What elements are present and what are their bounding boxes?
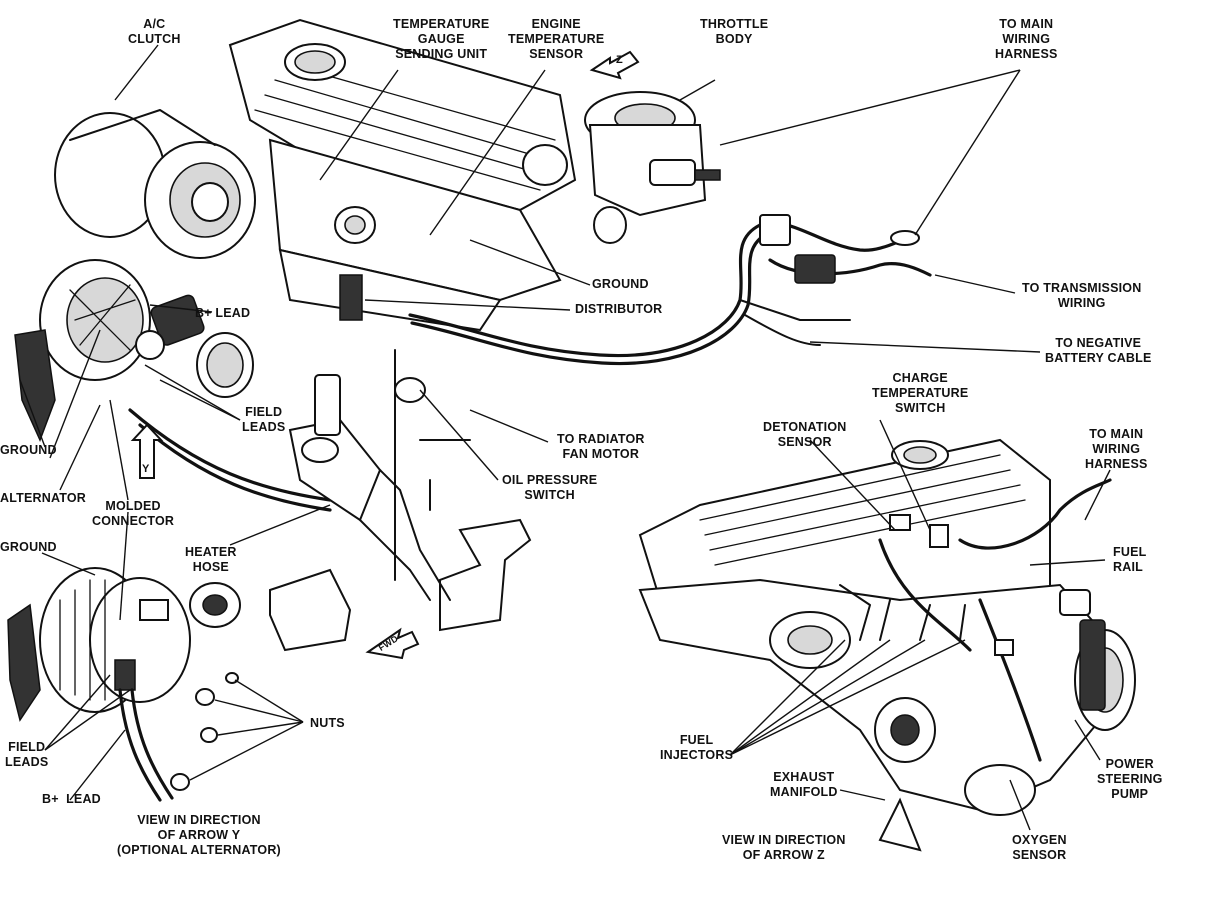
distributor-label: DISTRIBUTOR <box>575 302 663 316</box>
alternator-detail <box>7 567 241 802</box>
field-leads-top-label: FIELD LEADS <box>242 405 286 434</box>
field-leads-bottom-label: FIELD LEADS <box>5 740 49 769</box>
ground-lower-left-label: GROUND <box>0 540 57 554</box>
arrow-z-icon <box>589 50 640 80</box>
heater-hose-label: HEATER HOSE <box>185 545 237 574</box>
to-negative-battery-cable-label: TO NEGATIVE BATTERY CABLE <box>1045 336 1152 365</box>
to-main-wiring-harness-right-label: TO MAIN WIRING HARNESS <box>1085 427 1148 471</box>
leader-lines <box>19 44 1111 831</box>
power-steering-pump-label: POWER STEERING PUMP <box>1097 757 1163 801</box>
ground-mid-label: GROUND <box>592 277 649 291</box>
fuel-rail-label: FUEL RAIL <box>1113 545 1147 574</box>
to-radiator-fan-motor-label: TO RADIATOR FAN MOTOR <box>557 432 645 461</box>
ac-clutch-label: A/C CLUTCH <box>128 17 181 46</box>
view-arrow-z-caption: VIEW IN DIRECTION OF ARROW Z <box>722 833 846 862</box>
arrow-y-icon <box>130 423 164 479</box>
b-plus-lead-bottom-label: B+ LEAD <box>42 792 101 806</box>
to-transmission-wiring-label: TO TRANSMISSION WIRING <box>1022 281 1142 310</box>
detonation-sensor-label: DETONATION SENSOR <box>763 420 847 449</box>
arrow-fwd-icon <box>365 627 420 660</box>
view-arrow-y-caption: VIEW IN DIRECTION OF ARROW Y (OPTIONAL A… <box>117 813 281 857</box>
view-z-engine <box>638 438 1136 852</box>
b-plus-lead-top-label: B+ LEAD <box>195 306 251 320</box>
charge-temperature-switch-label: CHARGE TEMPERATURE SWITCH <box>872 371 969 415</box>
nuts-label: NUTS <box>310 716 345 730</box>
main-engine-block <box>14 18 932 652</box>
exhaust-manifold-label: EXHAUST MANIFOLD <box>770 770 838 799</box>
alternator-label: ALTERNATOR <box>0 491 87 505</box>
molded-connector-label: MOLDED CONNECTOR <box>92 499 175 528</box>
throttle-body-label: THROTTLE BODY <box>700 17 769 46</box>
temperature-gauge-sending-unit-label: TEMPERATURE GAUGE SENDING UNIT <box>393 17 490 61</box>
engine-temperature-sensor-label: ENGINE TEMPERATURE SENSOR <box>508 17 605 61</box>
to-main-wiring-harness-top-label: TO MAIN WIRING HARNESS <box>995 17 1058 61</box>
oxygen-sensor-label: OXYGEN SENSOR <box>1012 833 1067 862</box>
arrow-z-letter: Z <box>616 54 623 66</box>
fuel-injectors-label: FUEL INJECTORS <box>660 733 734 762</box>
ground-left-label: GROUND <box>0 443 57 457</box>
oil-pressure-switch-label: OIL PRESSURE SWITCH <box>502 473 598 502</box>
arrow-y-letter: Y <box>142 463 150 475</box>
